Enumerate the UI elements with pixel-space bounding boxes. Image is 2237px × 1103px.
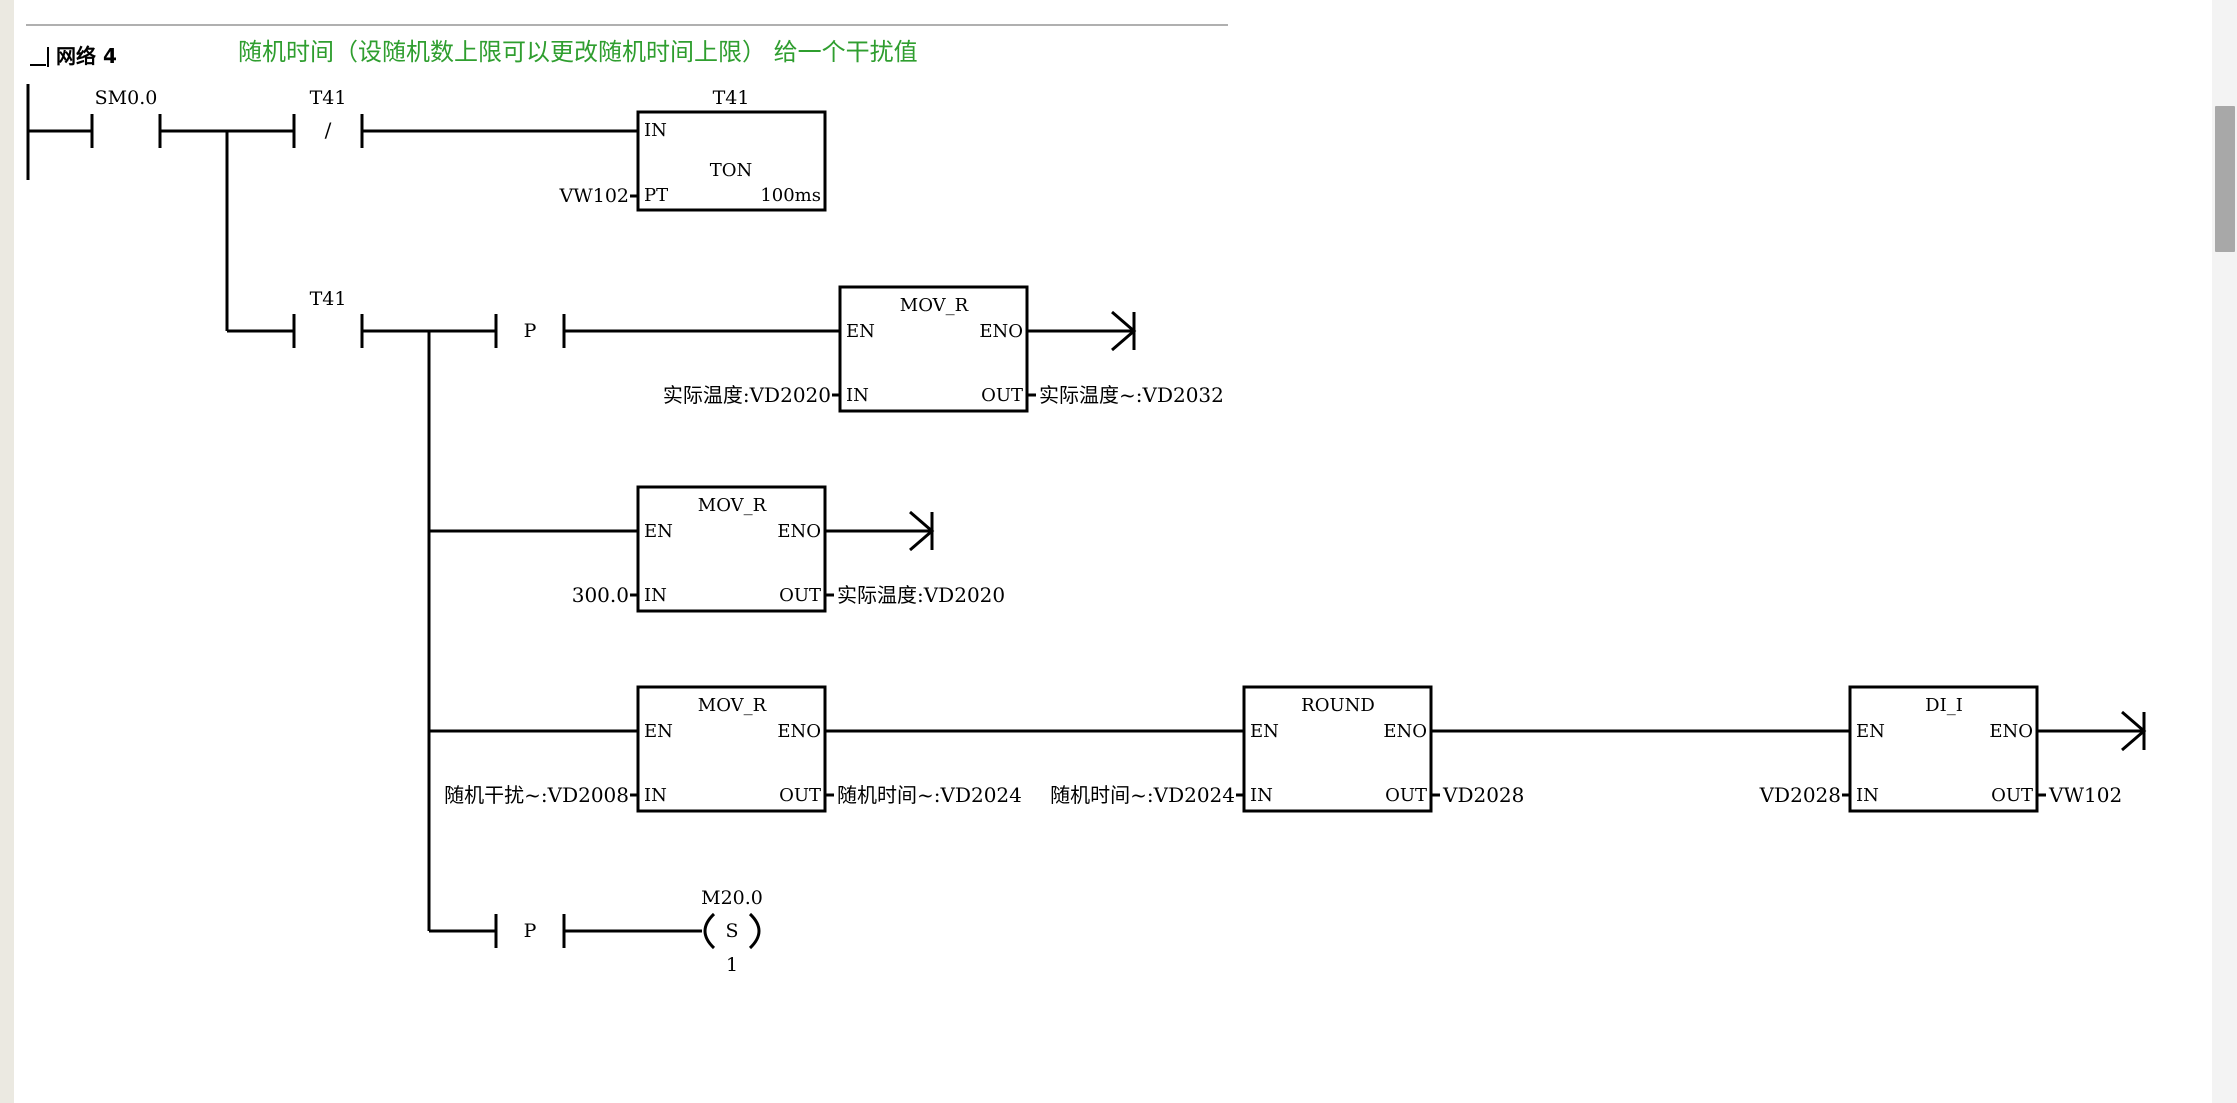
di-i-en: EN bbox=[1856, 721, 1885, 742]
di-i-eno: ENO bbox=[1989, 721, 2033, 742]
mov-r3-in: IN bbox=[644, 785, 667, 806]
network-title[interactable]: 网络 4 bbox=[56, 44, 117, 68]
round-en: EN bbox=[1250, 721, 1279, 742]
contact-t41-no-label: T41 bbox=[310, 288, 347, 310]
mov-r3-in-operand[interactable]: 随机干扰~:VD2008 bbox=[444, 783, 629, 807]
contact-p2-symbol: P bbox=[524, 920, 537, 942]
mov-r3-out-operand[interactable]: 随机时间~:VD2024 bbox=[837, 783, 1022, 807]
mov-r1-out: OUT bbox=[981, 385, 1023, 406]
ton-block[interactable]: T41 IN TON PT 100ms bbox=[636, 87, 827, 212]
network-comment[interactable]: 随机时间（设随机数上限可以更改随机时间上限） 给一个干扰值 bbox=[238, 38, 918, 66]
ton-pin-in: IN bbox=[644, 120, 667, 141]
ton-type: TON bbox=[710, 160, 753, 181]
mov-r3-out: OUT bbox=[779, 785, 821, 806]
di-i-out: OUT bbox=[1991, 785, 2033, 806]
mov-r2-en: EN bbox=[644, 521, 673, 542]
ton-name: T41 bbox=[713, 87, 750, 109]
di-i-in: IN bbox=[1856, 785, 1879, 806]
mov-r2-out: OUT bbox=[779, 585, 821, 606]
contact-p1-symbol: P bbox=[524, 320, 537, 342]
coil-symbol: S bbox=[725, 920, 738, 942]
scrollbar-thumb[interactable] bbox=[2215, 106, 2235, 252]
round-in: IN bbox=[1250, 785, 1273, 806]
di-i-title: DI_I bbox=[1925, 695, 1963, 716]
mov-r-block-2[interactable]: MOV_R EN ENO IN OUT bbox=[636, 485, 827, 613]
mov-r2-in-operand[interactable]: 300.0 bbox=[572, 583, 629, 607]
coil-count: 1 bbox=[726, 954, 738, 976]
round-title: ROUND bbox=[1301, 695, 1375, 716]
mov-r2-eno-arrow bbox=[909, 510, 935, 552]
di-i-out-operand[interactable]: VW102 bbox=[2048, 783, 2122, 807]
ton-pt-operand[interactable]: VW102 bbox=[558, 185, 629, 207]
mov-r1-eno: ENO bbox=[979, 321, 1023, 342]
round-block[interactable]: ROUND EN ENO IN OUT bbox=[1242, 685, 1433, 813]
set-coil-m200[interactable]: M20.0 S 1 bbox=[701, 887, 763, 976]
mov-r1-out-operand[interactable]: 实际温度~:VD2032 bbox=[1039, 383, 1224, 407]
mov-r3-en: EN bbox=[644, 721, 673, 742]
mov-r2-in: IN bbox=[644, 585, 667, 606]
mov-r1-eno-arrow bbox=[1111, 310, 1137, 352]
contact-t41-nc[interactable]: T41 / bbox=[292, 87, 364, 148]
left-gutter bbox=[0, 0, 14, 1103]
round-in-operand[interactable]: 随机时间~:VD2024 bbox=[1050, 783, 1235, 807]
mov-r3-title: MOV_R bbox=[698, 695, 767, 716]
mov-r2-eno: ENO bbox=[777, 521, 821, 542]
contact-p-edge-1[interactable]: P bbox=[494, 314, 566, 348]
di-i-eno-arrow bbox=[2121, 710, 2147, 752]
ton-pin-pt: PT bbox=[644, 185, 668, 206]
network-collapse-icon[interactable] bbox=[26, 45, 50, 67]
contact-sm00-label: SM0.0 bbox=[95, 87, 158, 109]
mov-r-block-1[interactable]: MOV_R EN ENO IN OUT bbox=[838, 285, 1029, 413]
di-i-block[interactable]: DI_I EN ENO IN OUT bbox=[1848, 685, 2039, 813]
round-out-operand[interactable]: VD2028 bbox=[1442, 783, 1524, 807]
ton-resolution: 100ms bbox=[760, 185, 821, 206]
contact-t41-nc-symbol: / bbox=[325, 118, 332, 142]
contact-p-edge-2[interactable]: P bbox=[494, 914, 566, 948]
mov-r1-title: MOV_R bbox=[900, 295, 969, 316]
round-eno: ENO bbox=[1383, 721, 1427, 742]
mov-r2-out-operand[interactable]: 实际温度:VD2020 bbox=[837, 583, 1005, 607]
mov-r-block-3[interactable]: MOV_R EN ENO IN OUT bbox=[636, 685, 827, 813]
coil-operand: M20.0 bbox=[701, 887, 763, 909]
di-i-in-operand[interactable]: VD2028 bbox=[1759, 783, 1841, 807]
mov-r2-title: MOV_R bbox=[698, 495, 767, 516]
mov-r3-eno: ENO bbox=[777, 721, 821, 742]
contact-sm00[interactable]: SM0.0 bbox=[90, 87, 162, 148]
round-out: OUT bbox=[1385, 785, 1427, 806]
contact-t41-nc-label: T41 bbox=[310, 87, 347, 109]
mov-r1-in-operand[interactable]: 实际温度:VD2020 bbox=[663, 383, 831, 407]
mov-r1-in: IN bbox=[846, 385, 869, 406]
mov-r1-en: EN bbox=[846, 321, 875, 342]
contact-t41-no[interactable]: T41 bbox=[292, 288, 364, 348]
